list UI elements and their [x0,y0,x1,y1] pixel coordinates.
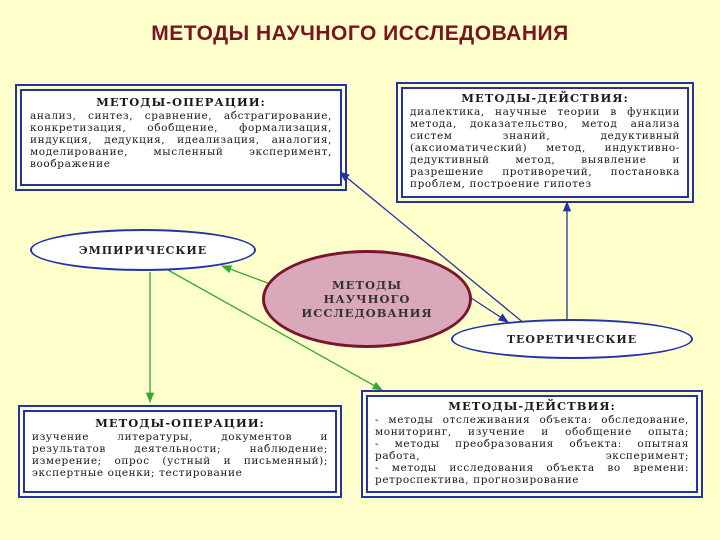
center-line: ИССЛЕДОВАНИЯ [301,306,433,320]
list-item: - методы исследования объекта во времени… [375,462,689,486]
box-title: МЕТОДЫ-ДЕЙСТВИЯ: [448,399,616,413]
empirical-node: ЭМПИРИЧЕСКИЕ [30,229,256,271]
page-title: МЕТОДЫ НАУЧНОГО ИССЛЕДОВАНИЯ [151,22,569,45]
box-list: - методы отслеживания объекта: обследова… [375,414,689,486]
arrow-empirical-to-actions [167,269,383,391]
empirical-operations-box: МЕТОДЫ-ОПЕРАЦИИ: изучение литературы, до… [18,405,342,498]
box-title: МЕТОДЫ-ОПЕРАЦИИ: [95,416,265,430]
center-line: МЕТОДЫ [331,278,403,292]
center-line: НАУЧНОГО [323,292,411,306]
box-title: МЕТОДЫ-ДЕЙСТВИЯ: [461,91,629,105]
list-item: - методы преобразования объекта: опытная… [375,438,689,462]
list-item: - методы отслеживания объекта: обследова… [375,414,689,438]
theoretical-actions-box: МЕТОДЫ-ДЕЙСТВИЯ: диалектика, научные тео… [396,82,694,203]
arrow-theoretical-to-operations [339,171,526,325]
box-title: МЕТОДЫ-ОПЕРАЦИИ: [96,95,266,109]
box-text: анализ, синтез, сравнение, абстрагирован… [30,110,332,170]
theoretical-node: ТЕОРЕТИЧЕСКИЕ [451,319,693,359]
box-text: изучение литературы, документов и резуль… [32,431,328,479]
empirical-actions-box: МЕТОДЫ-ДЕЙСТВИЯ: - методы отслеживания о… [361,390,703,498]
box-text: диалектика, научные теории в функции мет… [410,106,680,190]
theoretical-operations-box: МЕТОДЫ-ОПЕРАЦИИ: анализ, синтез, сравнен… [15,84,347,191]
center-node: МЕТОДЫ НАУЧНОГО ИССЛЕДОВАНИЯ [262,250,472,348]
